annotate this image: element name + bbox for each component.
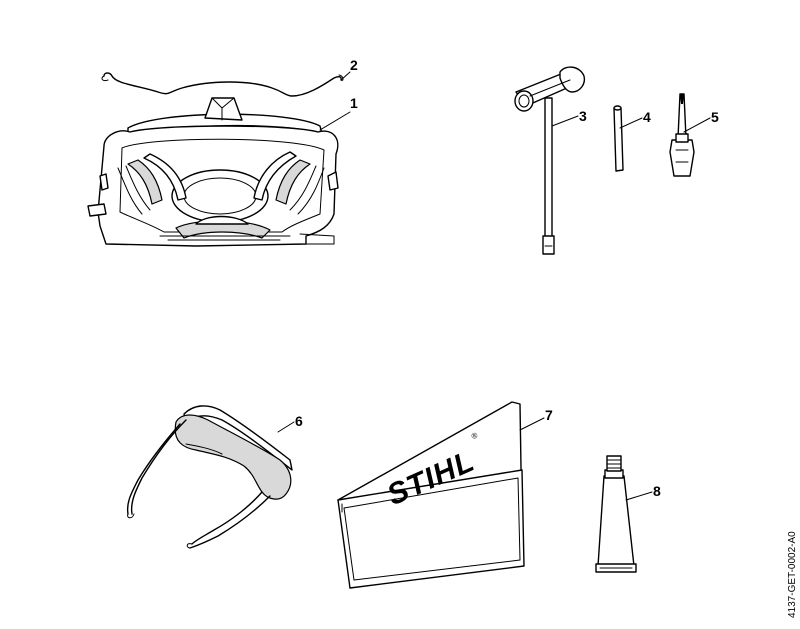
leader-1 <box>319 111 351 131</box>
callout-2: 2 <box>350 57 358 73</box>
part-2-wire-spring <box>101 72 344 97</box>
part-4-pin <box>613 105 624 172</box>
leader-lines <box>277 71 711 501</box>
callout-1: 1 <box>350 95 358 111</box>
leader-7 <box>519 417 545 431</box>
callout-6: 6 <box>295 413 303 429</box>
part-5-screwdriver <box>669 93 695 177</box>
callout-5: 5 <box>711 109 719 125</box>
part-1-deflector <box>87 97 339 247</box>
leader-2 <box>340 71 351 81</box>
callout-7: 7 <box>545 407 553 423</box>
leader-3 <box>551 115 579 127</box>
callout-8: 8 <box>653 483 661 499</box>
leader-8 <box>625 491 653 501</box>
leader-6 <box>277 421 295 433</box>
part-6-safety-glasses <box>126 405 293 549</box>
registered-mark-icon: ® <box>470 431 479 442</box>
document-id: 4137-GET-0002-A0 <box>787 531 798 618</box>
leader-4 <box>619 117 643 129</box>
callout-3: 3 <box>579 108 587 124</box>
part-8-grease-tube <box>595 455 637 573</box>
part-7-tool-pouch: STIHL ® <box>337 401 525 589</box>
part-3-combination-wrench <box>514 66 586 255</box>
callout-4: 4 <box>643 109 651 125</box>
leader-5 <box>683 117 711 133</box>
